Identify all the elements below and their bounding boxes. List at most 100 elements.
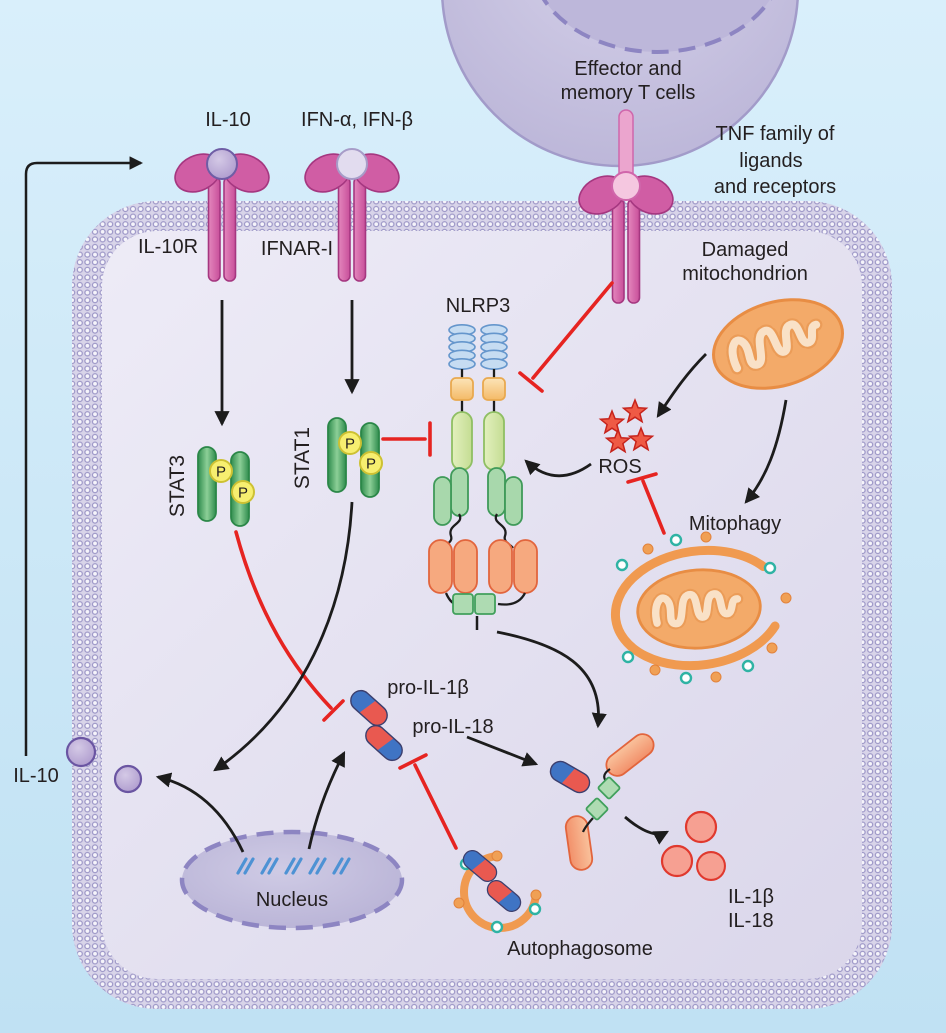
mitophagy-dot	[780, 592, 792, 604]
il10-ligand-ball	[206, 148, 238, 180]
stat1-p1-label: P	[345, 436, 355, 453]
ros-to-nlrp3-arrow	[524, 459, 592, 478]
autophagosome-dot	[490, 920, 504, 934]
mitophagy-dot	[679, 671, 693, 685]
autophagosome-dot	[453, 897, 465, 909]
stat3-phospho-1	[209, 459, 233, 483]
ros-label: ROS	[598, 456, 641, 478]
tnf-label-line2: ligands	[739, 150, 802, 172]
il-circle	[696, 851, 726, 881]
il18-label: IL-18	[728, 910, 774, 932]
stat1-phospho-1	[338, 431, 362, 455]
cell-membrane	[72, 201, 892, 1009]
tnf-label-line1: TNF family of	[716, 123, 835, 145]
secreted-il10: IL-10	[13, 736, 143, 794]
ifn-ligand-ball	[336, 148, 368, 180]
stat3-p1-label: P	[216, 464, 226, 481]
pro-il1b-label: pro-IL-1β	[387, 677, 469, 699]
il10-receptor-label: IL-10R	[138, 236, 198, 258]
nlrp3-nacht-right	[483, 411, 505, 471]
stat1-inhibits-nlrp3	[381, 421, 432, 457]
nucleus-to-il10-arrow	[155, 772, 245, 853]
stat3-phospho-2	[231, 480, 255, 504]
nlrp3-linkers	[460, 369, 496, 412]
ros-cluster: ROS	[598, 399, 654, 478]
nucleus-label: Nucleus	[256, 889, 328, 911]
nucleus-to-proil-arrow	[307, 750, 346, 850]
tnf-ligand-stalk	[618, 109, 634, 181]
mitophagy-group: Mitophagy	[610, 513, 792, 685]
caspase-square-left	[452, 593, 474, 615]
il1b-label: IL-1β	[728, 886, 774, 908]
tnf-label-line3: and receptors	[714, 176, 836, 198]
t-cell: Effector and memory T cells	[441, 0, 799, 168]
inflammasome-complex	[546, 728, 659, 873]
mitophagy-dot	[766, 642, 778, 654]
complex-caspase-square-1	[597, 776, 621, 800]
stat3-p2-label: P	[238, 485, 248, 502]
autophagosome-group: Autophagosome	[453, 846, 653, 960]
mito-to-ros-arrow	[656, 353, 707, 418]
nlrp3-structure: NLRP3	[428, 295, 538, 630]
stat1-phospho-2	[359, 451, 383, 475]
stat3-inhibits-proil	[234, 530, 345, 722]
nucleus-body	[179, 829, 405, 931]
mitophagy-phagophore-arc	[610, 545, 788, 671]
il10-secreted-label: IL-10	[13, 765, 59, 787]
stat1-bar-left	[327, 417, 347, 493]
t-cell-nucleus	[541, 0, 773, 54]
autophagosome-label: Autophagosome	[507, 938, 653, 960]
autophagosome-inhibits-proil	[398, 753, 458, 850]
mitophagy-label: Mitophagy	[689, 513, 781, 535]
ifnar-receptor-label: IFNAR-I	[261, 238, 333, 260]
mitophagy-dot	[669, 533, 683, 547]
mitophagy-dot	[763, 561, 777, 575]
stat3-dimer: P P STAT3	[166, 446, 255, 527]
tnf-inhibits-nlrp3	[518, 281, 614, 393]
complex-link-2	[581, 817, 594, 833]
mitophagy-dot	[642, 543, 654, 555]
dna-strands	[236, 857, 351, 875]
mitophagy-dot	[621, 650, 635, 664]
complex-to-mature-il-arrow	[624, 815, 670, 845]
stat1-dimer: P P STAT1	[291, 417, 383, 498]
t-cell-label-line2: memory T cells	[561, 82, 696, 104]
stat1-label: STAT1	[291, 427, 314, 489]
pro-cytokines: pro-IL-1β pro-IL-18	[346, 677, 494, 766]
mito-to-mitophagy-arrow	[744, 399, 788, 504]
autophagosome-dot	[528, 902, 542, 916]
stat3-bar-left	[197, 446, 217, 522]
nlrp3-orange-domain-left	[450, 377, 474, 401]
mature-cytokines: IL-1β IL-18	[660, 810, 774, 932]
nlrp3-nacht-left	[451, 411, 473, 471]
nlrp3-label: NLRP3	[446, 295, 510, 317]
stat3-label: STAT3	[166, 455, 189, 517]
stat1-to-il10-arrow	[213, 501, 354, 772]
il1b-circle	[684, 810, 718, 844]
il18-circle	[660, 844, 694, 878]
mitophagy-dot	[615, 558, 629, 572]
damaged-mito-label-line1: Damaged	[702, 239, 789, 261]
il10-vesicle-membrane	[65, 736, 97, 768]
mitophagy-dot	[700, 531, 712, 543]
nucleus-group: Nucleus	[179, 829, 405, 931]
complex-caspase-square-2	[585, 797, 609, 821]
t-cell-label-line1: Effector and	[574, 58, 681, 80]
pro-il18-label: pro-IL-18	[412, 716, 493, 738]
mitophagy-inhibits-ros	[626, 472, 666, 535]
asc-link-right	[497, 592, 527, 606]
asc-card-domains	[428, 539, 538, 594]
caspase-square-right	[474, 593, 496, 615]
mitophagy-dot	[741, 659, 755, 673]
nlrp3-orange-domain-right	[482, 377, 506, 401]
il10-ligand-label: IL-10	[205, 109, 251, 131]
ifn-ligands-label: IFN-α, IFN-β	[301, 109, 413, 131]
il10-vesicle-cytosol	[113, 764, 143, 794]
stat1-p2-label: P	[366, 456, 376, 473]
tnf-ligand-ball	[611, 171, 641, 201]
mitophagy-dot	[649, 664, 661, 676]
proil-to-inflammasome-arrow	[466, 735, 539, 767]
nlrp3-to-inflammasome-arrow	[496, 630, 607, 729]
